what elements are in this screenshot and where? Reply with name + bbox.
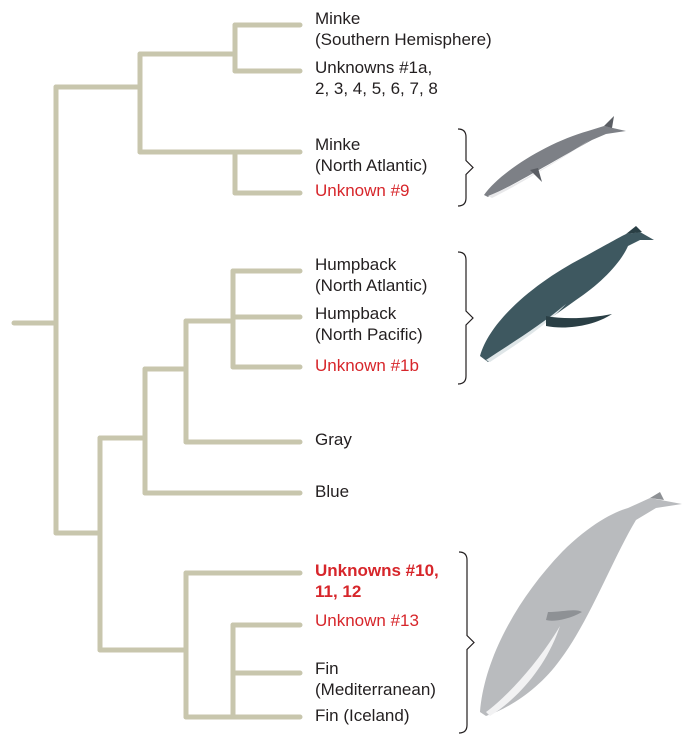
whale-illustrations xyxy=(480,116,682,716)
leaf-label-line: Blue xyxy=(315,481,349,502)
leaf-label-line: (Mediterranean) xyxy=(315,679,436,700)
leaf-label-line: Humpback xyxy=(315,303,423,324)
leaf-label-line: Minke xyxy=(315,8,492,29)
leaf-label-unknown-13: Unknown #13 xyxy=(315,610,419,631)
leaf-label-line: Fin xyxy=(315,658,436,679)
leaf-label-fin-iceland: Fin (Iceland) xyxy=(315,705,409,726)
fin-body xyxy=(480,498,682,716)
humpback-body xyxy=(480,232,654,362)
humpback-flipper xyxy=(546,314,612,328)
fin-group-bracket xyxy=(459,552,474,733)
leaf-label-gray: Gray xyxy=(315,429,352,450)
leaf-label-line: Fin (Iceland) xyxy=(315,705,409,726)
leaf-label-line: Gray xyxy=(315,429,352,450)
humpback-whale-illustration xyxy=(480,226,654,362)
leaf-label-line: (North Atlantic) xyxy=(315,275,427,296)
leaf-label-unknown-1b: Unknown #1b xyxy=(315,355,419,376)
leaf-label-unknown-9: Unknown #9 xyxy=(315,180,410,201)
fin-whale-illustration xyxy=(480,492,682,716)
leaf-label-humpback-north-atlantic: Humpback(North Atlantic) xyxy=(315,254,427,296)
leaf-label-line: Unknown #13 xyxy=(315,610,419,631)
leaf-label-unknowns-1a: Unknowns #1a,2, 3, 4, 5, 6, 7, 8 xyxy=(315,57,438,99)
leaf-label-line: 11, 12 xyxy=(315,581,439,602)
leaf-label-line: 2, 3, 4, 5, 6, 7, 8 xyxy=(315,78,438,99)
leaf-label-minke-north-atlantic: Minke(North Atlantic) xyxy=(315,134,427,176)
leaf-label-fin-mediterranean: Fin(Mediterranean) xyxy=(315,658,436,700)
minke-fluke xyxy=(604,116,614,128)
leaf-label-line: Unknowns #1a, xyxy=(315,57,438,78)
minke-group-bracket xyxy=(458,129,473,206)
leaf-label-line: Unknown #1b xyxy=(315,355,419,376)
humpback-group-bracket xyxy=(458,252,473,384)
leaf-label-line: (Southern Hemisphere) xyxy=(315,29,492,50)
leaf-label-line: Unknown #9 xyxy=(315,180,410,201)
group-brackets xyxy=(458,129,474,733)
leaf-label-line: Unknowns #10, xyxy=(315,560,439,581)
leaf-label-line: Humpback xyxy=(315,254,427,275)
leaf-label-blue: Blue xyxy=(315,481,349,502)
leaf-label-line: (North Atlantic) xyxy=(315,155,427,176)
leaf-label-line: (North Pacific) xyxy=(315,324,423,345)
leaf-label-minke-southern: Minke(Southern Hemisphere) xyxy=(315,8,492,50)
leaf-label-humpback-north-pacific: Humpback(North Pacific) xyxy=(315,303,423,345)
minke-whale-illustration xyxy=(484,116,626,198)
leaf-label-line: Minke xyxy=(315,134,427,155)
tree-branches xyxy=(14,25,300,717)
leaf-label-unknowns-10: Unknowns #10,11, 12 xyxy=(315,560,439,602)
